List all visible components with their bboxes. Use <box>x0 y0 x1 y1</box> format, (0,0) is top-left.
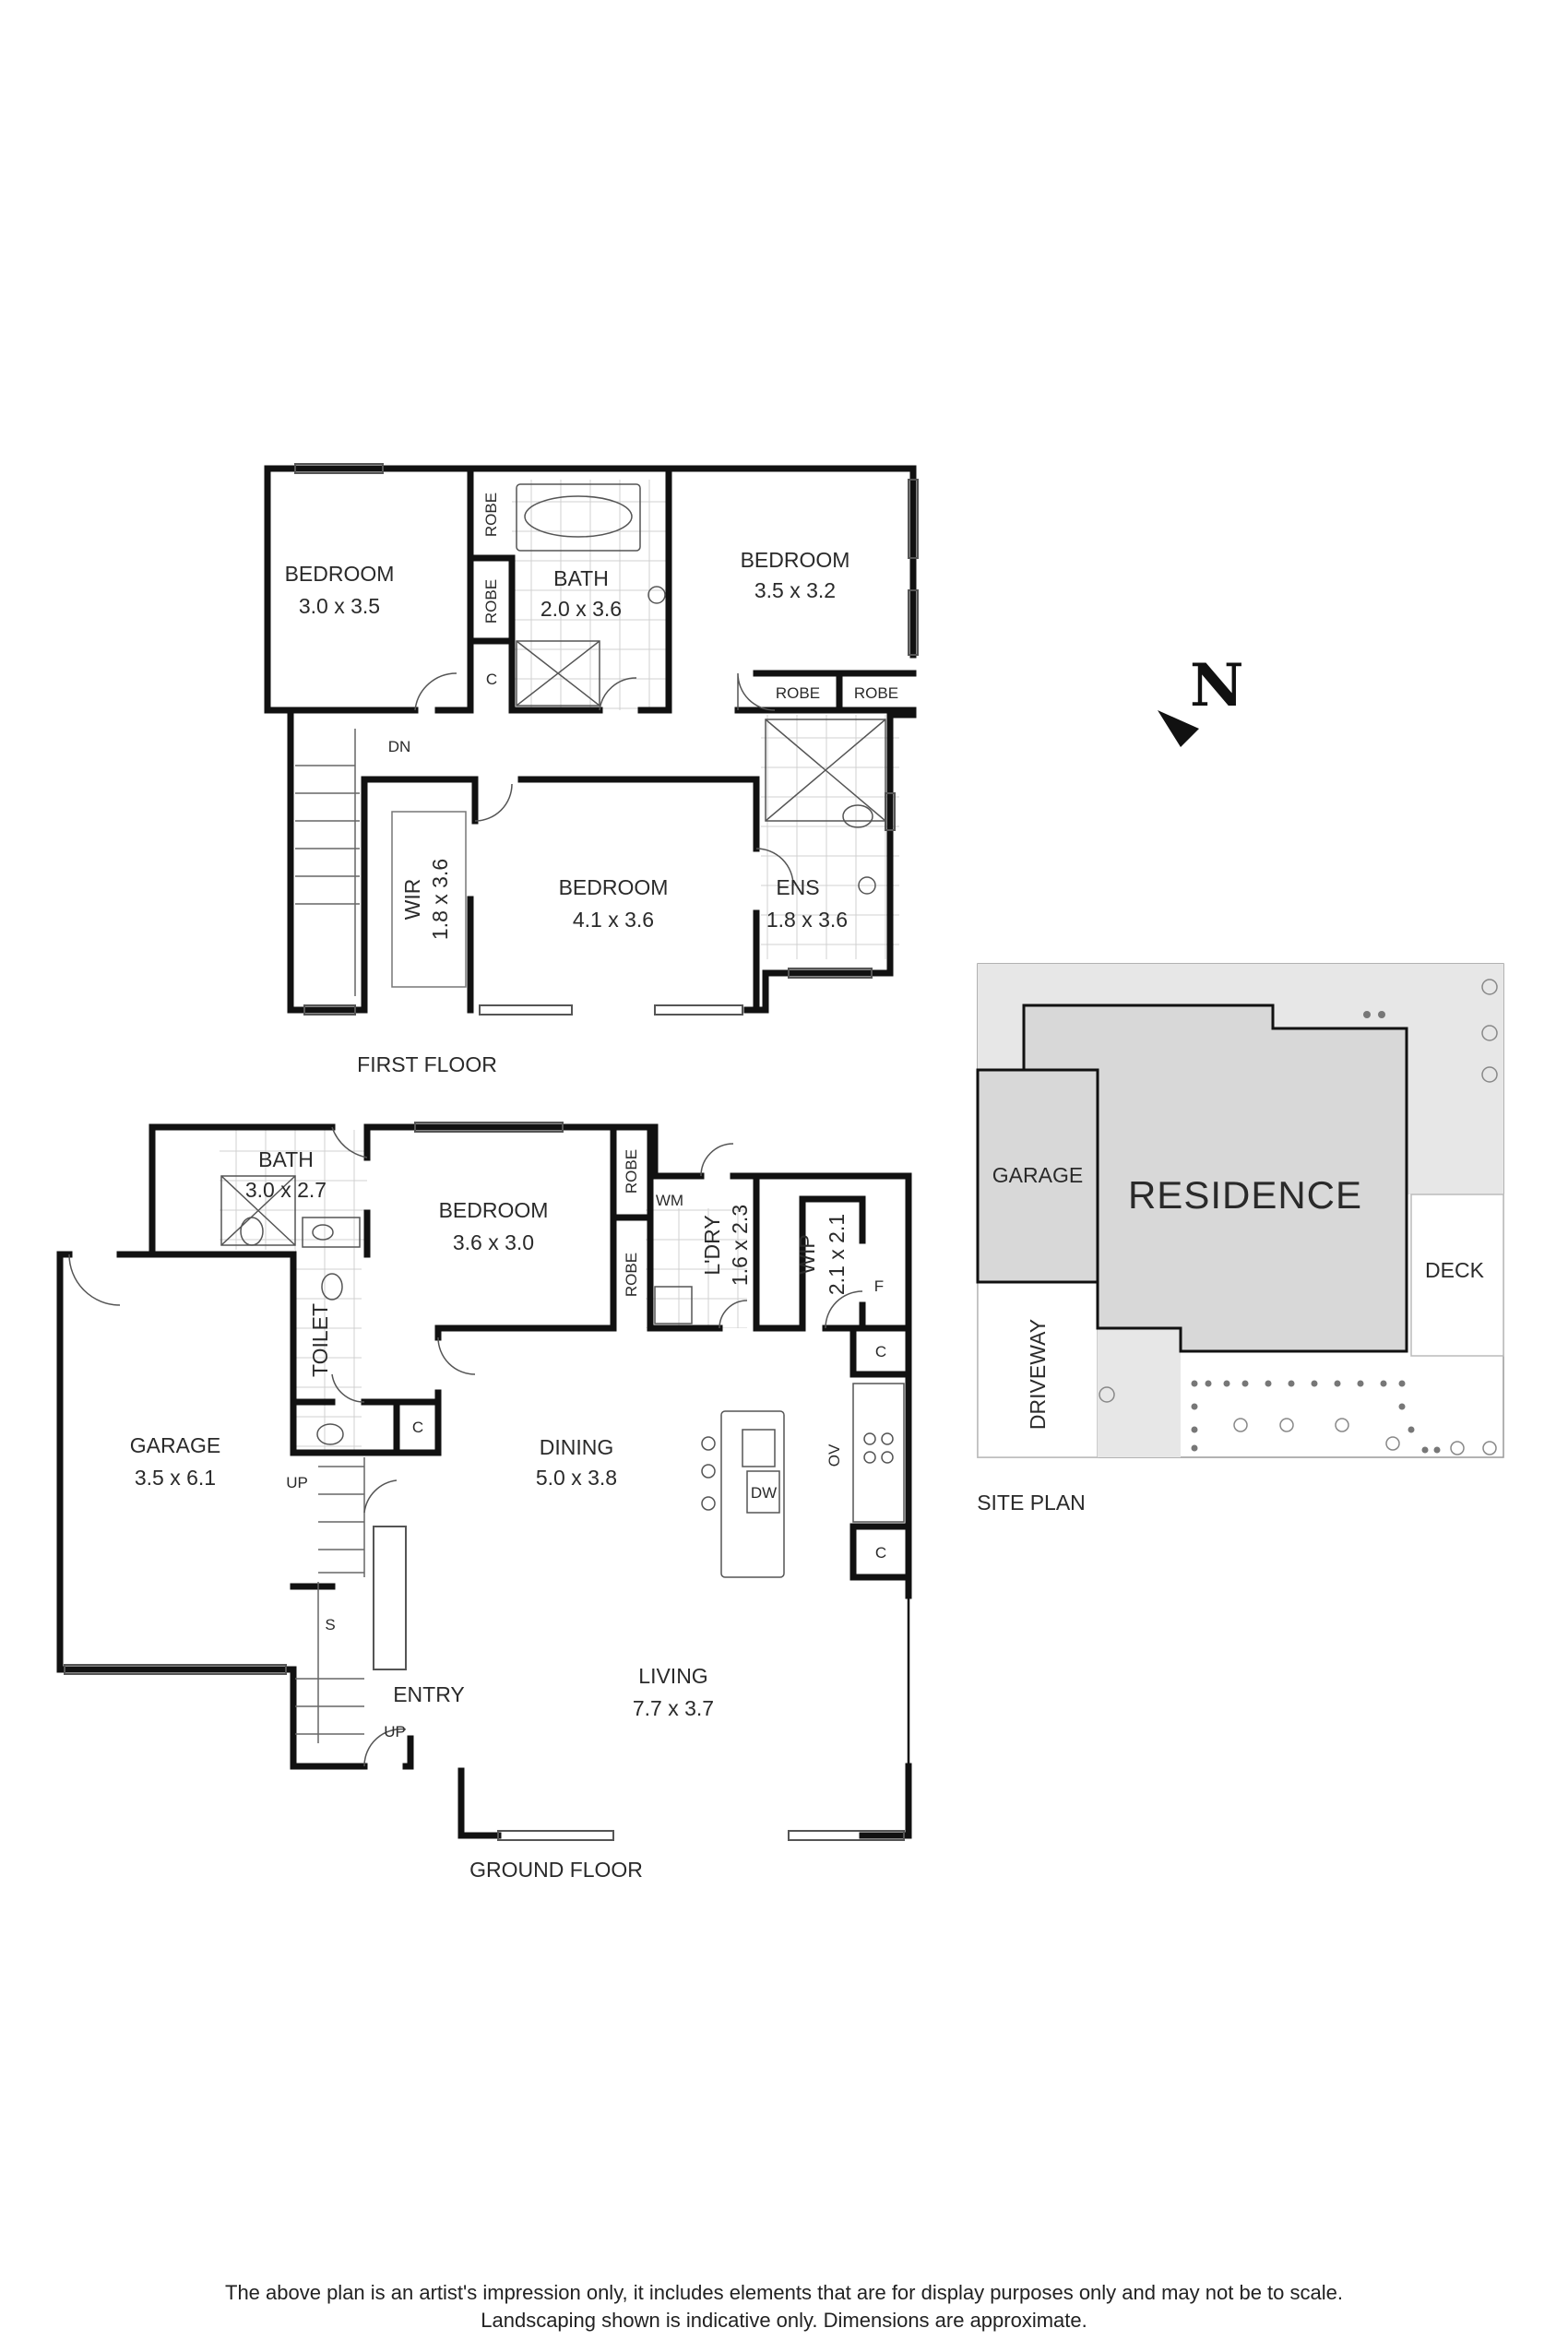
basin <box>647 586 666 604</box>
first-bedroom-ne-size: 3.5 x 3.2 <box>754 578 836 602</box>
stairs-dn-label: DN <box>388 738 411 755</box>
kitchen-cupboard-2: C <box>875 1544 886 1562</box>
first-floor-windows <box>294 463 919 1016</box>
store-label: S <box>325 1616 335 1633</box>
bathtub <box>524 495 633 538</box>
ground-floor-windows <box>64 1122 905 1841</box>
ground-floor-plan: BATH 3.0 x 2.7 BEDROOM 3.6 x 3.0 L'DRY 1… <box>56 1122 912 1882</box>
first-floor-plan: BEDROOM 3.0 x 3.5 BATH 2.0 x 3.6 BEDROOM… <box>264 463 919 1076</box>
ground-floor-walls <box>56 1123 912 1839</box>
compass: N <box>1158 651 1244 747</box>
ensuite-tiles <box>761 715 899 959</box>
toilet-name: TOILET <box>308 1303 332 1377</box>
wir-name: WIR <box>400 879 424 921</box>
deck-area <box>1410 1194 1504 1357</box>
ground-robe-label-2: ROBE <box>623 1253 640 1297</box>
first-bath-size: 2.0 x 3.6 <box>540 597 622 621</box>
first-bath-name: BATH <box>553 566 609 590</box>
side-garden <box>1098 1328 1181 1457</box>
ensuite-toilet <box>842 804 873 828</box>
site-plan-title: SITE PLAN <box>977 1491 1086 1515</box>
residence-label: RESIDENCE <box>1128 1173 1362 1217</box>
wm-label: WM <box>656 1192 683 1209</box>
north-arrow-icon <box>1158 710 1199 747</box>
wir-rails <box>391 811 467 988</box>
disclaimer-line-1: The above plan is an artist's impression… <box>225 2281 1343 2304</box>
dishwasher <box>746 1470 780 1514</box>
robe-label-1: ROBE <box>482 493 500 537</box>
first-floor-title: FIRST FLOOR <box>357 1052 497 1076</box>
landscaping-shrubs <box>1191 1011 1441 1454</box>
driveway-label: DRIVEWAY <box>1026 1319 1050 1430</box>
laundry-size: 1.6 x 2.3 <box>728 1205 752 1286</box>
robe-label-4: ROBE <box>854 684 898 702</box>
toilet-tiles <box>295 1250 362 1453</box>
first-bedroom-main-name: BEDROOM <box>559 875 669 899</box>
robe-label-3: ROBE <box>776 684 820 702</box>
first-bedroom-ne-name: BEDROOM <box>741 548 850 572</box>
first-cupboard-label: C <box>486 671 497 688</box>
wip-name: WIP <box>795 1234 819 1274</box>
ground-bedroom-size: 3.6 x 3.0 <box>453 1230 534 1254</box>
deck-label: DECK <box>1425 1258 1485 1282</box>
toilet-cupboard: C <box>412 1419 423 1436</box>
wir-size: 1.8 x 3.6 <box>428 859 452 940</box>
fridge-label: F <box>874 1277 884 1295</box>
entry-name: ENTRY <box>393 1682 465 1706</box>
ground-floor-fixtures <box>68 1126 905 1767</box>
disclaimer-line-2: Landscaping shown is indicative only. Di… <box>481 2309 1087 2332</box>
garage-outline <box>976 1068 1099 1284</box>
ensuite-basin <box>858 876 876 895</box>
laundry-tiles <box>646 1208 747 1328</box>
garage-size: 3.5 x 6.1 <box>135 1466 216 1490</box>
living-size: 7.7 x 3.7 <box>633 1696 714 1720</box>
first-bedroom-nw-name: BEDROOM <box>285 562 395 586</box>
ensuite-size: 1.8 x 3.6 <box>766 908 848 932</box>
ensuite-name: ENS <box>776 875 819 899</box>
living-name: LIVING <box>638 1664 707 1688</box>
bath-tiles <box>512 480 669 710</box>
stairs-up-label-1: UP <box>286 1474 308 1491</box>
ground-bath-size: 3.0 x 2.7 <box>245 1178 327 1202</box>
garage-name: GARAGE <box>130 1433 220 1457</box>
ground-floor-stairs <box>295 1457 365 1743</box>
site-garage-label: GARAGE <box>992 1163 1083 1187</box>
north-label: N <box>1190 651 1244 720</box>
dining-name: DINING <box>540 1435 614 1459</box>
landscaping-plants <box>1099 979 1498 1455</box>
first-bedroom-main-size: 4.1 x 3.6 <box>573 908 654 932</box>
ground-bedroom-name: BEDROOM <box>439 1198 549 1222</box>
first-bedroom-nw-size: 3.0 x 3.5 <box>299 594 380 618</box>
first-floor-fixtures <box>414 483 886 895</box>
laundry-name: L'DRY <box>700 1215 724 1275</box>
dining-size: 5.0 x 3.8 <box>536 1466 617 1490</box>
dishwasher-label: DW <box>751 1484 777 1502</box>
robe-label-2: ROBE <box>482 579 500 624</box>
ground-bath-tiles <box>220 1130 367 1250</box>
disclaimer: The above plan is an artist's impression… <box>0 2279 1568 2334</box>
first-floor-walls <box>264 465 917 1014</box>
ground-robe-label-1: ROBE <box>623 1149 640 1194</box>
oven-label: OV <box>826 1443 843 1467</box>
first-floor-stairs <box>295 729 360 996</box>
site-plan: RESIDENCE GARAGE DRIVEWAY DECK SITE PLAN <box>976 963 1504 1515</box>
kitchen-cupboard-1: C <box>875 1343 886 1360</box>
ground-bath-name: BATH <box>258 1147 314 1171</box>
wip-size: 2.1 x 2.1 <box>825 1214 849 1295</box>
kitchen-island <box>720 1410 785 1578</box>
ground-floor-title: GROUND FLOOR <box>469 1858 643 1882</box>
stairs-up-label-2: UP <box>384 1723 406 1740</box>
